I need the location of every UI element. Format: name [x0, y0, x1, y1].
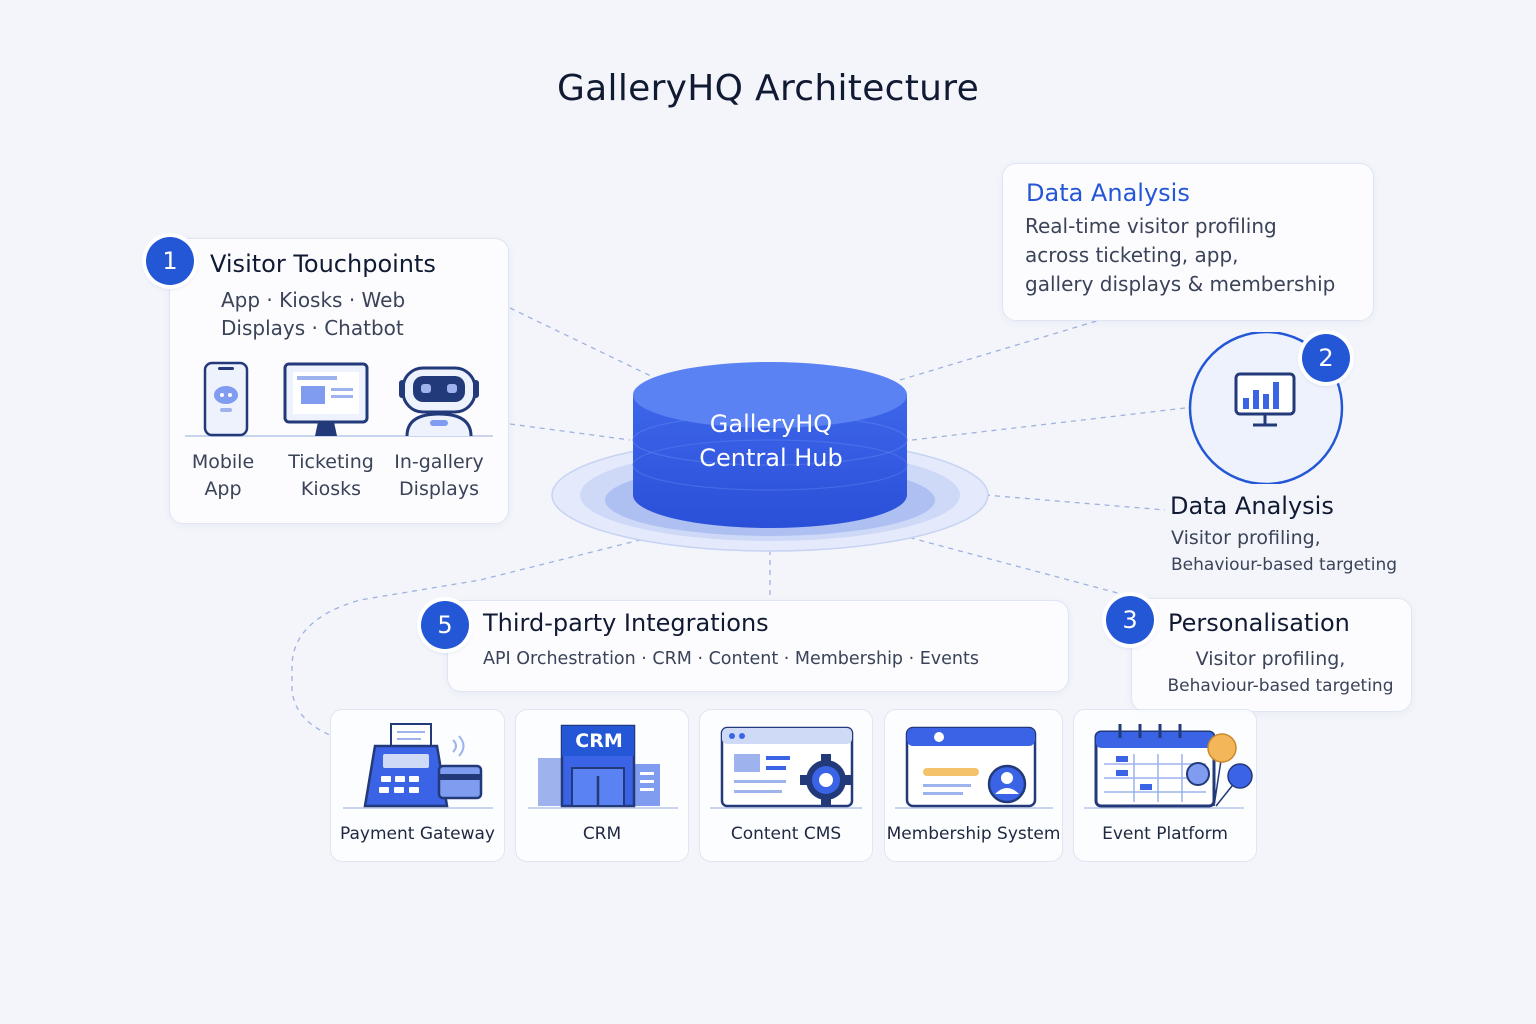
touchpoint-label-displays-line2: Displays: [399, 478, 479, 500]
system-card-payment-gateway[interactable]: Payment Gateway: [330, 709, 505, 862]
visitor-touchpoints-subtitle-2: Displays · Chatbot: [221, 316, 404, 340]
system-label-event-platform: Event Platform: [1102, 824, 1228, 844]
personalisation-card: [1131, 598, 1412, 712]
system-card-membership[interactable]: Membership System: [884, 709, 1063, 862]
hub-label-line1: GalleryHQ: [709, 410, 833, 438]
step-badge-5: 5: [421, 601, 469, 649]
step-badge-2: 2: [1302, 334, 1350, 382]
analytics-monitor-icon: [1188, 332, 1344, 484]
data-analysis-node-line2: Behaviour-based targeting: [1171, 555, 1398, 575]
crm-sign-text: CRM: [575, 730, 623, 752]
step-badge-3: 3: [1106, 596, 1154, 644]
touchpoint-label-kiosks-line2: Kiosks: [300, 478, 362, 500]
membership-card-icon: [895, 726, 1053, 809]
visitor-touchpoints-title: Visitor Touchpoints: [210, 250, 436, 278]
touchpoint-label-mobile: Mobile App: [168, 449, 278, 503]
touchpoint-label-displays-line1: In-gallery: [394, 451, 484, 473]
integrations-card: [447, 600, 1069, 692]
page-title: GalleryHQ Architecture: [556, 68, 980, 109]
data-analysis-node-line1: Visitor profiling,: [1171, 527, 1321, 549]
visitor-touchpoints-subtitle-1: App · Kiosks · Web: [221, 288, 406, 312]
data-analysis-node-title: Data Analysis: [1170, 492, 1334, 520]
personalisation-title: Personalisation: [1168, 609, 1350, 637]
crm-building-icon: [528, 724, 678, 809]
hub-label-line2: Central Hub: [699, 444, 843, 472]
system-card-content-cms[interactable]: Content CMS: [699, 709, 873, 862]
data-analysis-card-line1: Real-time visitor profiling: [1025, 214, 1277, 238]
integrations-title: Third-party Integrations: [483, 609, 769, 637]
touchpoint-label-kiosks: Ticketing Kiosks: [276, 449, 386, 503]
system-label-payment-gateway: Payment Gateway: [340, 824, 495, 844]
hub-label: GalleryHQ Central Hub: [633, 407, 909, 475]
system-card-crm[interactable]: CRM CRM: [515, 709, 689, 862]
data-analysis-card-line2: across ticketing, app,: [1025, 243, 1239, 267]
personalisation-line1: Visitor profiling,: [1195, 648, 1346, 670]
system-label-membership: Membership System: [886, 824, 1061, 844]
system-label-content-cms: Content CMS: [730, 824, 842, 844]
payment-terminal-icon: [343, 723, 493, 809]
cms-gear-icon: [710, 726, 862, 809]
mobile-phone-icon: [203, 361, 249, 437]
system-card-event-platform[interactable]: Event Platform: [1073, 709, 1257, 862]
data-analysis-card: [1002, 163, 1374, 321]
data-analysis-card-title: Data Analysis: [1026, 179, 1190, 207]
data-analysis-card-line3: gallery displays & membership: [1025, 272, 1336, 296]
touchpoint-icons: [185, 361, 493, 437]
step-badge-1: 1: [146, 237, 194, 285]
monitor-icon: [283, 362, 369, 436]
touchpoint-label-displays: In-gallery Displays: [384, 449, 494, 503]
integrations-subtitle: API Orchestration · CRM · Content · Memb…: [483, 649, 979, 669]
touchpoint-label-mobile-line1: Mobile: [191, 451, 255, 473]
touchpoint-label-kiosks-line1: Ticketing: [288, 451, 374, 473]
personalisation-line2: Behaviour-based targeting: [1167, 676, 1394, 696]
central-hub-database-icon: [551, 362, 989, 552]
calendar-icon: [1084, 724, 1253, 809]
robot-icon: [399, 366, 479, 437]
system-label-crm: CRM: [582, 824, 622, 844]
touchpoint-label-mobile-line2: App: [204, 478, 242, 500]
